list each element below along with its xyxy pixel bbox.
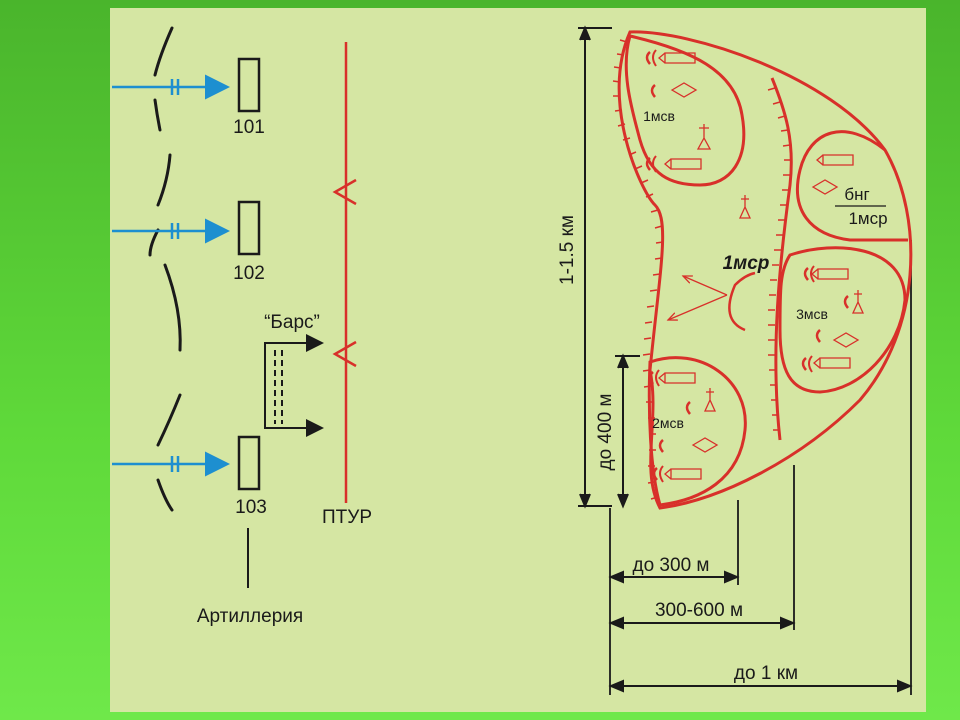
post-101-label: 101 xyxy=(233,117,265,138)
platoon-2-label: 2мсв xyxy=(652,415,684,431)
diagram-panel xyxy=(110,8,926,712)
company-label: 1мср xyxy=(723,253,770,274)
depth-400-label: до 400 м xyxy=(595,394,616,471)
front-width-dimension xyxy=(578,25,612,509)
mortar-2-icon xyxy=(703,388,717,412)
depth-400-dimension xyxy=(615,353,640,509)
front-width-label: 1-1.5 км xyxy=(557,215,578,285)
post-103-box xyxy=(237,435,261,491)
post-103-label: 103 xyxy=(235,497,267,518)
depth-300-600-label: 300-600 м xyxy=(655,600,743,621)
bars-unit xyxy=(264,334,324,437)
artillery-fire-arrows xyxy=(112,74,230,477)
reserve-label-1: бнг xyxy=(844,185,869,204)
trench-hatching xyxy=(612,39,791,500)
depth-300-label: до 300 м xyxy=(633,555,710,576)
company-area xyxy=(617,30,913,510)
depth-1km-label: до 1 км xyxy=(734,663,798,684)
posts xyxy=(237,57,261,491)
mortar-1-icon xyxy=(696,124,712,150)
artillery-label: Артиллерия xyxy=(197,606,303,627)
mortar-3-icon xyxy=(851,290,865,314)
post-102-label: 102 xyxy=(233,263,265,284)
mortar-center-icon xyxy=(738,195,752,219)
unit-symbols xyxy=(645,49,865,483)
ptur-line xyxy=(332,42,357,503)
reserve-label-2: 1мср xyxy=(848,209,887,228)
post-101-box xyxy=(237,57,261,113)
platoon-1-label: 1мсв xyxy=(643,108,675,124)
bars-label: “Барс” xyxy=(264,312,320,333)
ptur-label: ПТУР xyxy=(322,507,372,528)
depth-dimensions xyxy=(608,570,913,693)
platoon-3-label: 3мсв xyxy=(796,306,828,322)
post-102-box xyxy=(237,200,261,256)
depth-extension-lines xyxy=(609,240,912,695)
front-line-arcs xyxy=(148,26,182,512)
